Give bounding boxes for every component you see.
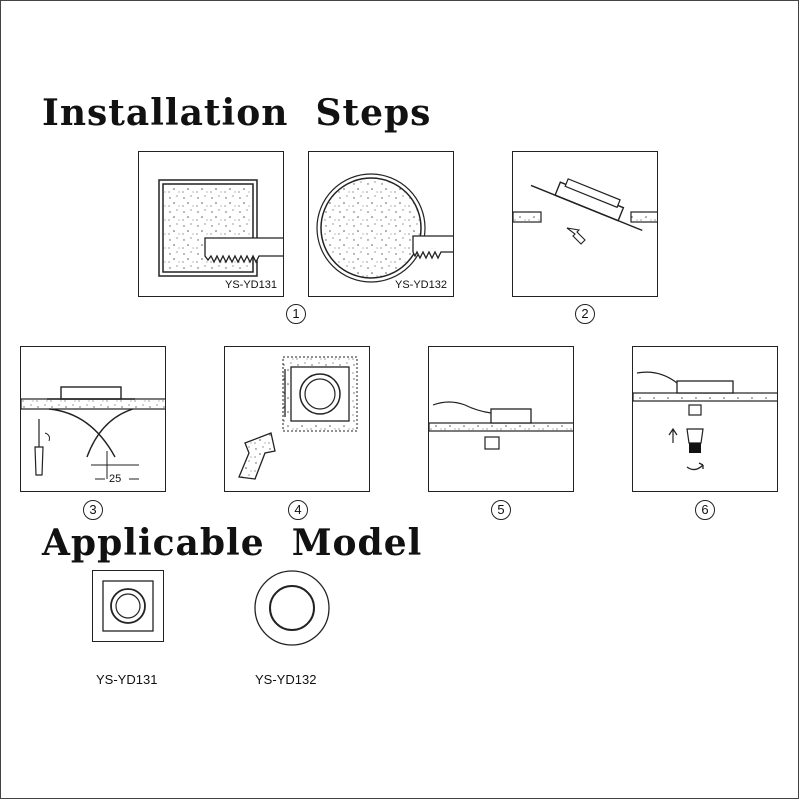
step6-panel bbox=[632, 346, 778, 492]
spring-clip bbox=[48, 408, 116, 458]
model-yd131-label: YS-YD131 bbox=[96, 672, 158, 687]
saw-blade bbox=[204, 237, 283, 264]
step1-round-caption: YS-YD132 bbox=[395, 279, 447, 291]
lamp-housing bbox=[60, 386, 122, 400]
step-6-number: 6 bbox=[695, 500, 715, 520]
applicable-model-heading: Applicable Model bbox=[42, 522, 423, 564]
step-3-number: 3 bbox=[83, 500, 103, 520]
lamp-socket bbox=[484, 436, 500, 450]
lamp-housing bbox=[676, 380, 734, 394]
step1-panel-square: YS-YD131 bbox=[138, 151, 284, 297]
step1-panel-round: YS-YD132 bbox=[308, 151, 454, 297]
step6-illustration bbox=[633, 371, 777, 471]
step5-illustration bbox=[429, 401, 573, 450]
step1-square-illustration bbox=[158, 179, 283, 277]
up-arrow-icon bbox=[668, 427, 678, 443]
power-cable bbox=[432, 401, 492, 414]
step4-panel bbox=[224, 346, 370, 492]
ceiling-round bbox=[320, 177, 422, 279]
lamp-socket bbox=[688, 404, 702, 416]
model-yd132-drawing bbox=[254, 570, 330, 646]
rotate-arrow-icon bbox=[686, 464, 704, 471]
lamp-housing bbox=[490, 408, 532, 424]
step1-round-illustration bbox=[316, 173, 453, 283]
step4-illustration bbox=[238, 356, 358, 480]
model-yd131-drawing bbox=[102, 580, 154, 632]
step2-panel bbox=[512, 151, 658, 297]
step-1-number: 1 bbox=[286, 304, 306, 324]
model-yd131-thumbnail bbox=[92, 570, 164, 642]
screwdriver-icon bbox=[34, 419, 44, 476]
step3-dimension-label: 25 bbox=[109, 473, 122, 485]
gu10-bulb-icon bbox=[686, 428, 704, 444]
insert-arrow-icon bbox=[566, 227, 586, 245]
installation-steps-heading: Installation Steps bbox=[42, 92, 432, 134]
step-4-number: 4 bbox=[288, 500, 308, 520]
step-2-number: 2 bbox=[575, 304, 595, 324]
putty-knife-icon bbox=[238, 432, 276, 480]
step2-illustration bbox=[513, 178, 657, 245]
step3-illustration bbox=[21, 386, 165, 480]
power-cable bbox=[636, 371, 678, 384]
step3-panel: 25 bbox=[20, 346, 166, 492]
step1-square-caption: YS-YD131 bbox=[225, 279, 277, 291]
step5-panel bbox=[428, 346, 574, 492]
step-5-number: 5 bbox=[491, 500, 511, 520]
model-yd132-label: YS-YD132 bbox=[255, 672, 317, 687]
saw-blade bbox=[412, 235, 453, 260]
